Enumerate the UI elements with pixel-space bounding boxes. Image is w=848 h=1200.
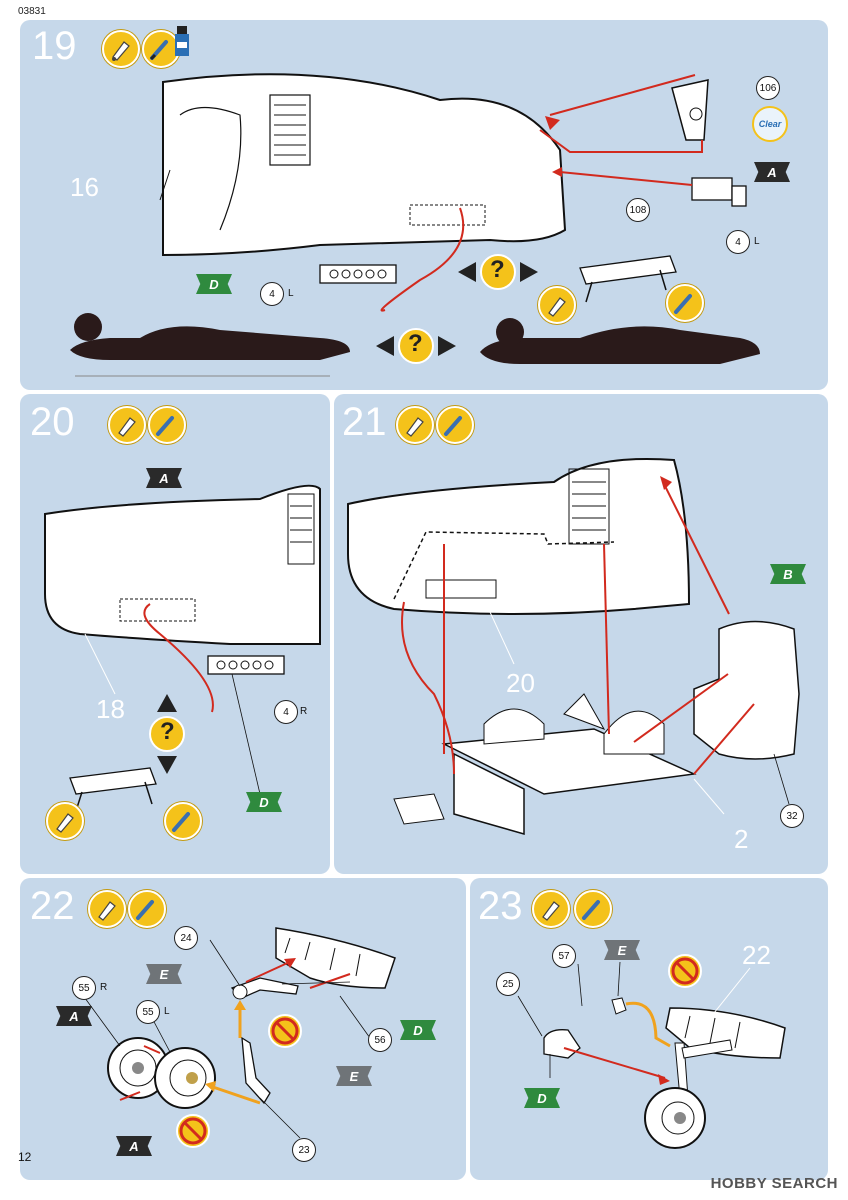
step-21-panel: 21 20 2 32 B (334, 394, 828, 874)
decal-d-flag: D (246, 792, 282, 812)
part-2-label: 2 (734, 824, 749, 854)
landing-gear-assembly-drawing (517, 961, 786, 1149)
part-56-callout: 56 (368, 1028, 392, 1052)
no-glue-icon (268, 1014, 302, 1048)
paint-brush-icon (436, 406, 474, 444)
no-glue-icon (668, 954, 702, 988)
glue-tube-icon (46, 802, 84, 840)
paint-brush-icon (128, 890, 166, 928)
step-20-panel: 20 ? A D 4 R 18 (20, 394, 330, 874)
decal-e-flag: E (146, 964, 182, 984)
part-32-callout: 32 (780, 804, 804, 828)
side-label: R (300, 706, 308, 717)
glue-tube-icon (88, 890, 126, 928)
part-18-label: 18 (96, 694, 125, 724)
question-mark: ? (490, 256, 505, 283)
part-106-callout: 106 (756, 76, 780, 100)
part-22-label: 22 (742, 940, 771, 970)
part-4-callout: 4 (726, 230, 750, 254)
question-mark: ? (408, 330, 423, 357)
question-diamond-icon (376, 326, 456, 371)
step-19-panel: 19 (20, 20, 828, 390)
fuselage-right-half-drawing (44, 484, 321, 815)
paint-brush-icon (164, 802, 202, 840)
part-23-callout: 23 (292, 1138, 316, 1162)
decal-d-flag: D (400, 1020, 436, 1040)
part-4-callout: 4 (274, 700, 298, 724)
decal-a-flag: A (754, 162, 790, 182)
part-108-callout: 108 (626, 198, 650, 222)
paint-brush-icon (666, 284, 704, 322)
decal-d-flag: D (196, 274, 232, 294)
part-55-right-callout: 55 (72, 976, 96, 1000)
watermark-logo: HOBBY SEARCH (710, 1175, 838, 1192)
fuselage-cockpit-assembly-drawing (347, 457, 800, 835)
paint-brush-icon (148, 406, 186, 444)
step-number: 20 (30, 400, 75, 444)
side-label: L (754, 236, 760, 247)
side-label: R (100, 982, 108, 993)
side-label: L (288, 288, 294, 299)
part-57-callout: 57 (552, 944, 576, 968)
landing-gear-drawing (81, 927, 396, 1139)
decal-d-flag: D (524, 1088, 560, 1108)
part-16-label: 16 (70, 172, 99, 202)
decal-e-flag: E (336, 1066, 372, 1086)
question-mark: ? (160, 718, 175, 745)
page-number: 12 (18, 1150, 32, 1164)
part-55-left-callout: 55 (136, 1000, 160, 1024)
decal-a-flag: A (116, 1136, 152, 1156)
part-25-callout: 25 (496, 972, 520, 996)
glue-tube-icon (532, 890, 570, 928)
glue-tube-icon (396, 406, 434, 444)
decal-b-flag: B (770, 564, 806, 584)
side-label: L (164, 1006, 170, 1017)
step-number: 23 (478, 884, 523, 928)
step-number: 22 (30, 884, 75, 928)
decal-a-flag: A (56, 1006, 92, 1026)
paint-bottle-icon (174, 26, 190, 56)
paint-brush-icon (574, 890, 612, 928)
question-diamond-icon (458, 252, 538, 297)
decal-a-flag: A (146, 468, 182, 488)
clear-paint-badge: Clear (752, 106, 788, 142)
step-number: 19 (32, 24, 77, 68)
step-22-panel: 22 24 (20, 878, 466, 1180)
fuselage-left-half-drawing (70, 73, 760, 377)
no-glue-icon (176, 1114, 210, 1148)
glue-tube-icon (538, 286, 576, 324)
question-diamond-icon (142, 694, 192, 779)
paint-brush-icon (142, 30, 180, 68)
glue-tube-icon (108, 406, 146, 444)
decal-e-flag: E (604, 940, 640, 960)
part-24-callout: 24 (174, 926, 198, 950)
part-4-callout: 4 (260, 282, 284, 306)
step-23-panel: 23 57 25 22 E D (470, 878, 828, 1180)
step-number: 21 (342, 400, 387, 444)
document-code: 03831 (18, 6, 46, 17)
part-20-label: 20 (506, 668, 535, 698)
glue-tube-icon (102, 30, 140, 68)
